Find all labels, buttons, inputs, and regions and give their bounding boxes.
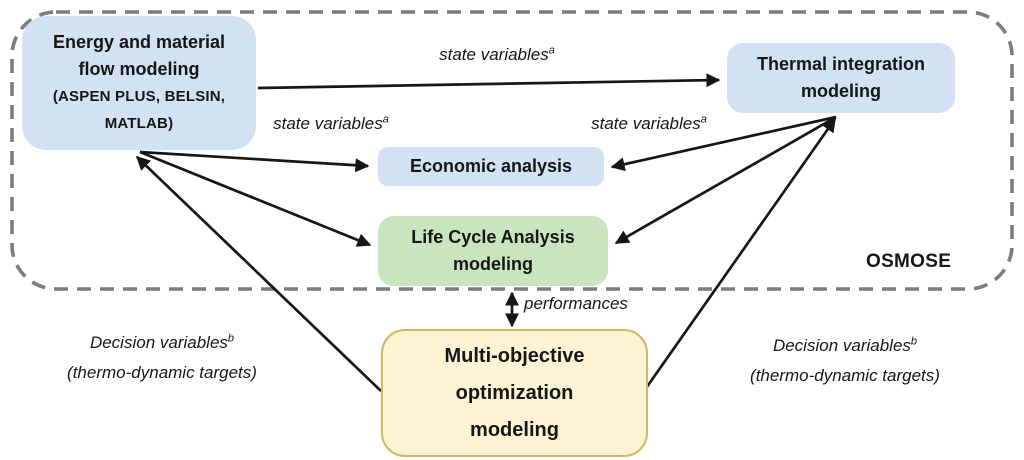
- arrow-energy-to-thermal: [257, 73, 721, 90]
- arrow-optimization-to-energy: [135, 156, 382, 392]
- performances-text: performances: [524, 294, 628, 313]
- state-variables-label-left: state variablesa: [256, 114, 406, 134]
- decision-left-line1: Decision variables: [89, 333, 228, 352]
- arrow-energy-to-economic: [139, 150, 370, 173]
- state-variables-top-text: state variables: [439, 45, 549, 64]
- economic-analysis-box: Economic analysis: [378, 147, 604, 186]
- energy-material-flow-box: Energy and material flow modeling (ASPEN…: [22, 16, 256, 150]
- arrow-thermal-to-economic: [610, 115, 837, 172]
- multi-objective-optimization-box: Multi-objective optimization modeling: [381, 329, 648, 457]
- lca-box-line1: Life Cycle Analysis: [411, 227, 575, 247]
- optimization-box-line2: optimization: [455, 381, 574, 404]
- state-variables-right-text: state variables: [591, 114, 701, 133]
- arrow-optimization-to-thermal: [642, 117, 837, 392]
- decision-variables-label-left: Decision variablesb (thermo-dynamic targ…: [32, 328, 292, 388]
- decision-right-line2: (thermo-dynamic targets): [750, 366, 940, 385]
- state-variables-top-sup: a: [548, 44, 555, 57]
- arrow-energy-to-lca: [139, 150, 372, 247]
- osmose-label: OSMOSE: [866, 251, 952, 272]
- decision-variables-label-right: Decision variablesb (thermo-dynamic targ…: [715, 331, 975, 391]
- energy-box-tools-line1: (ASPEN PLUS, BELSIN,: [52, 88, 226, 105]
- state-variables-label-top: state variablesa: [377, 45, 617, 65]
- thermal-box-line1: Thermal integration: [756, 54, 926, 74]
- state-variables-label-right: state variablesa: [574, 114, 724, 134]
- decision-right-line1: Decision variables: [772, 336, 911, 355]
- thermal-box-line2: modeling: [801, 81, 881, 101]
- decision-left-sup: b: [227, 332, 235, 345]
- lca-box-line2: modeling: [453, 254, 533, 274]
- economic-box-label: Economic analysis: [409, 156, 573, 176]
- state-variables-right-sup: a: [700, 113, 707, 126]
- performances-label: performances: [524, 294, 684, 314]
- energy-box-line1: Energy and material: [52, 32, 226, 52]
- state-variables-left-sup: a: [382, 113, 389, 126]
- decision-left-line2: (thermo-dynamic targets): [67, 363, 257, 382]
- energy-box-line2: flow modeling: [78, 59, 200, 79]
- thermal-integration-box: Thermal integration modeling: [727, 43, 955, 113]
- energy-box-tools-line2: MATLAB): [104, 115, 174, 132]
- optimization-box-line3: modeling: [470, 418, 559, 441]
- optimization-box-line1: Multi-objective: [444, 344, 585, 367]
- decision-right-sup: b: [910, 335, 918, 348]
- arrow-thermal-to-lca: [614, 115, 837, 245]
- state-variables-left-text: state variables: [273, 114, 383, 133]
- life-cycle-analysis-box: Life Cycle Analysis modeling: [378, 216, 608, 286]
